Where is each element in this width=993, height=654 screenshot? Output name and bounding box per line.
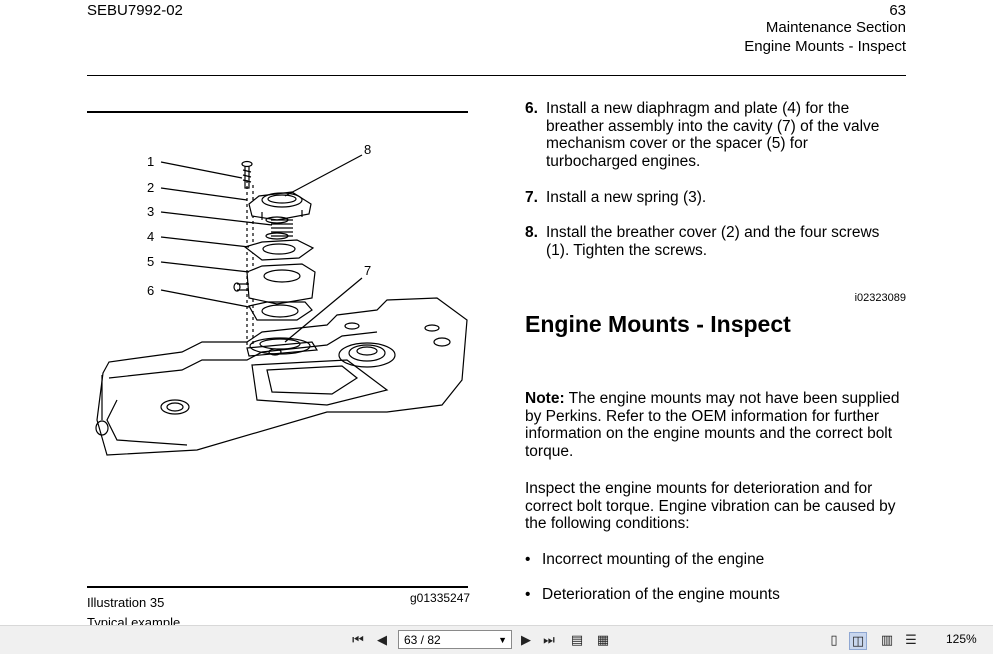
- step-6: 6. Install a new diaphragm and plate (4) …: [525, 100, 905, 170]
- chevron-down-icon[interactable]: ▼: [498, 635, 507, 645]
- page-field-value: 63 / 82: [404, 633, 441, 647]
- body-paragraph: Inspect the engine mounts for deteriorat…: [525, 480, 896, 532]
- viewer-toolbar: ⏮ ◀ 63 / 82 ▼ ▶ ⏭ ▤ ▦ ▯ ◫ ▥ ☰ 125%: [0, 625, 993, 654]
- figure-top-rule: [87, 111, 468, 113]
- page-number: 63: [889, 2, 906, 19]
- save-icon[interactable]: ▤: [570, 632, 584, 647]
- fit-width-icon[interactable]: ☰: [905, 632, 917, 647]
- step-text: Install a new spring (3).: [546, 189, 707, 206]
- bullet-item: •Deterioration of the engine mounts: [525, 586, 780, 603]
- callout-5: 5: [147, 254, 154, 269]
- step-number: 7.: [525, 189, 538, 206]
- document-code: SEBU7992-02: [87, 2, 183, 19]
- continuous-icon[interactable]: ▥: [880, 632, 894, 647]
- first-page-icon[interactable]: ⏮: [352, 632, 364, 647]
- figure-bottom-rule: [87, 586, 468, 588]
- callout-2: 2: [147, 180, 154, 195]
- illustration-label: Illustration 35: [87, 595, 165, 610]
- print-icon[interactable]: ▦: [596, 632, 610, 647]
- callout-1: 1: [147, 154, 154, 169]
- step-number: 8.: [525, 224, 538, 241]
- callout-3: 3: [147, 204, 154, 219]
- step-text: Install the breather cover (2) and the f…: [546, 224, 880, 259]
- step-7: 7. Install a new spring (3).: [525, 189, 905, 207]
- reference-id: i02323089: [854, 292, 906, 304]
- section-title: Maintenance Section: [765, 19, 906, 36]
- last-page-icon[interactable]: ⏭: [543, 632, 555, 647]
- bullet-text: Incorrect mounting of the engine: [542, 551, 765, 568]
- callout-7: 7: [364, 263, 371, 278]
- section-heading: Engine Mounts - Inspect: [525, 311, 791, 337]
- callout-6: 6: [147, 283, 154, 298]
- callout-4: 4: [147, 229, 154, 244]
- subsection-title: Engine Mounts - Inspect: [744, 38, 906, 55]
- zoom-level[interactable]: 125%: [946, 632, 977, 646]
- header-rule: [87, 75, 906, 76]
- step-8: 8. Install the breather cover (2) and the…: [525, 224, 905, 259]
- bullet-item: •Incorrect mounting of the engine: [525, 551, 765, 568]
- breather-assembly-illustration: 1 2 3 4 5 6 7 8: [95, 142, 468, 456]
- step-number: 6.: [525, 100, 538, 117]
- note-text: The engine mounts may not have been supp…: [525, 390, 900, 460]
- page-number-field[interactable]: 63 / 82 ▼: [398, 630, 512, 649]
- callout-8: 8: [364, 142, 371, 157]
- step-text: Install a new diaphragm and plate (4) fo…: [546, 100, 880, 170]
- note-label: Note:: [525, 390, 565, 407]
- next-page-icon[interactable]: ▶: [521, 632, 531, 647]
- note-paragraph: Note: The engine mounts may not have bee…: [525, 390, 905, 460]
- single-page-icon[interactable]: ▯: [830, 632, 838, 647]
- bullet-text: Deterioration of the engine mounts: [542, 586, 780, 603]
- illustration-id: g01335247: [410, 591, 471, 605]
- two-page-icon[interactable]: ◫: [849, 632, 867, 650]
- prev-page-icon[interactable]: ◀: [377, 632, 387, 647]
